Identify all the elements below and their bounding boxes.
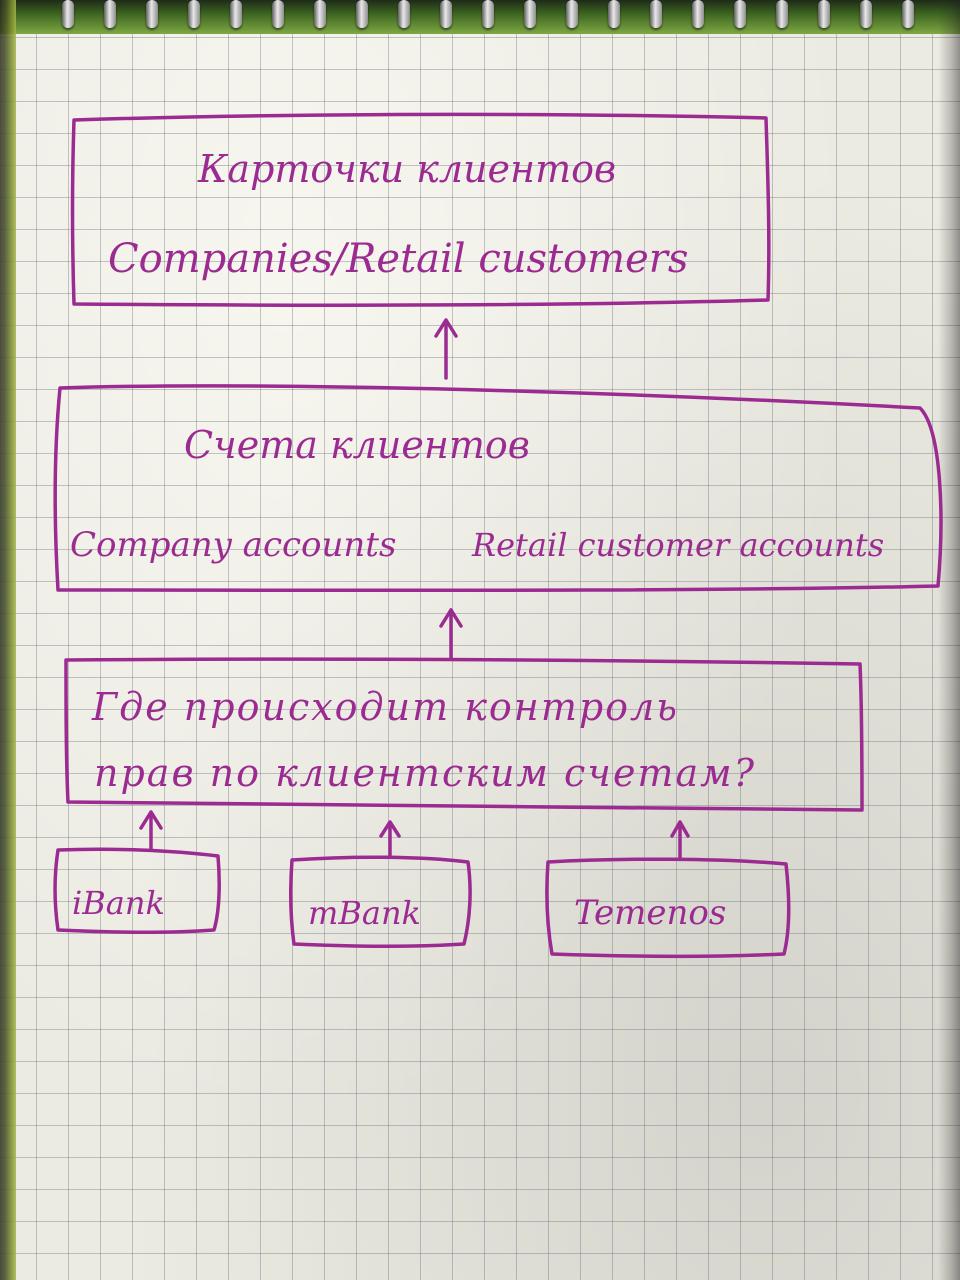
- spiral-ring: [314, 0, 326, 28]
- arrow-middle-to-top: [434, 318, 458, 380]
- spiral-ring: [398, 0, 410, 28]
- spiral-ring: [104, 0, 116, 28]
- spiral-ring: [692, 0, 704, 28]
- source-mbank-label: mBank: [308, 894, 421, 932]
- spiral-ring: [776, 0, 788, 28]
- notebook-cover-edge: [0, 0, 16, 1280]
- spiral-ring: [482, 0, 494, 28]
- spiral-ring: [272, 0, 284, 28]
- question-line-2: прав по клиентским счетам?: [94, 751, 756, 795]
- spiral-ring: [902, 0, 914, 28]
- arrow-ibank-to-question: [139, 810, 163, 850]
- page-shadow: [938, 0, 960, 1280]
- top-box-subtitle: Companies/Retail customers: [108, 236, 688, 282]
- spiral-ring: [734, 0, 746, 28]
- spiral-binding: [0, 0, 960, 34]
- spiral-ring: [608, 0, 620, 28]
- source-ibank-label: iBank: [72, 884, 165, 922]
- spiral-ring: [146, 0, 158, 28]
- top-box-outline: [70, 112, 771, 307]
- question-box-outline: [64, 657, 864, 812]
- question-line-1: Где происходит контроль: [91, 685, 679, 729]
- arrow-mbank-to-question: [379, 820, 401, 858]
- arrow-question-to-middle: [439, 608, 463, 660]
- ibank-box-outline: [53, 847, 221, 935]
- spiral-ring: [230, 0, 242, 28]
- mbank-box-outline: [288, 855, 472, 949]
- spiral-ring: [524, 0, 536, 28]
- spiral-ring: [62, 0, 74, 28]
- spiral-ring: [818, 0, 830, 28]
- middle-box-left-text: Company accounts: [70, 525, 396, 565]
- spiral-ring: [440, 0, 452, 28]
- spiral-ring: [860, 0, 872, 28]
- middle-box-title: Счета клиентов: [184, 423, 530, 467]
- middle-box-right-text: Retail customer accounts: [471, 526, 884, 564]
- temenos-box-outline: [545, 857, 791, 959]
- spiral-ring: [188, 0, 200, 28]
- middle-box-outline: [53, 384, 943, 593]
- spiral-ring: [650, 0, 662, 28]
- top-box-title: Карточки клиентов: [197, 147, 616, 191]
- arrow-temenos-to-question: [670, 820, 690, 860]
- source-temenos-label: Temenos: [574, 893, 726, 933]
- spiral-ring: [356, 0, 368, 28]
- spiral-ring: [566, 0, 578, 28]
